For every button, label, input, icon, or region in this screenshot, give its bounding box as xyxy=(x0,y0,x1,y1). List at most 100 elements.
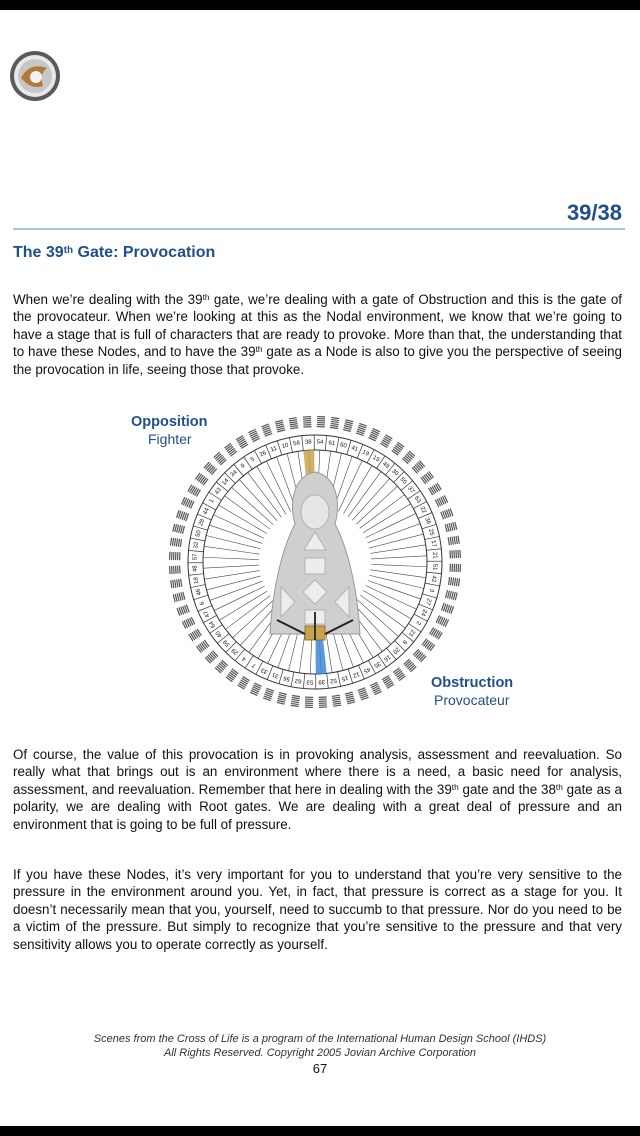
gate-number: 14 xyxy=(221,477,230,486)
hexagram-ring xyxy=(168,415,462,709)
gate-number: 18 xyxy=(193,576,200,584)
section-title: The 39th Gate: Provocation xyxy=(13,244,216,261)
hexagram-icon xyxy=(403,658,417,673)
hexagram-icon xyxy=(447,535,460,546)
gate-number: 28 xyxy=(198,518,206,527)
hexagram-icon xyxy=(302,416,312,428)
gate-number: 11 xyxy=(270,446,279,454)
hexagram-icon xyxy=(249,682,262,697)
gate-number: 63 xyxy=(413,495,422,504)
hexagram-icon xyxy=(380,434,393,448)
hexagram-icon xyxy=(449,549,461,559)
hexagram-icon xyxy=(172,591,186,603)
gate-number: 55 xyxy=(399,477,408,486)
gate-number: 12 xyxy=(351,670,360,678)
hexagram-icon xyxy=(261,423,273,437)
hexagram-icon xyxy=(447,576,461,587)
hexagram-icon xyxy=(412,648,427,663)
gate-number: 8 xyxy=(400,638,407,645)
gate-number: 48 xyxy=(192,564,198,572)
hexagram-icon xyxy=(355,422,368,437)
provocateur-label: Provocateur xyxy=(434,692,510,708)
page-number: 67 xyxy=(312,1061,328,1076)
gate-number: 40 xyxy=(215,629,224,638)
hexagram-icon xyxy=(304,696,314,709)
gate-number: 3 xyxy=(428,588,435,593)
hexagram-icon xyxy=(276,692,287,705)
gate-number: 59 xyxy=(222,638,231,647)
hexagram-icon xyxy=(428,482,442,496)
hexagram-icon xyxy=(188,628,202,642)
hexagram-icon xyxy=(411,460,426,474)
gate-number: 17 xyxy=(430,540,437,548)
hexagram-icon xyxy=(213,451,227,466)
gate-number: 41 xyxy=(350,445,359,453)
footer-line-2: All Rights Reserved. Copyright 2005 Jovi… xyxy=(163,1047,477,1059)
gate-number: 49 xyxy=(381,461,390,470)
gate-number: 44 xyxy=(203,507,212,516)
paragraph-1: When we’re dealing with the 39th gate, w… xyxy=(13,292,622,377)
gate-number: 30 xyxy=(390,468,399,477)
hexagram-icon xyxy=(435,615,450,628)
gate-number: 34 xyxy=(230,469,239,478)
hexagram-icon xyxy=(175,509,190,522)
fighter-label: Fighter xyxy=(148,431,192,447)
gate-number: 2 xyxy=(414,620,421,626)
gate-number: 24 xyxy=(419,608,428,617)
gate-number: 23 xyxy=(407,628,416,637)
hexagram-icon xyxy=(169,537,183,548)
hexagram-icon xyxy=(429,627,443,640)
bottom-bar xyxy=(0,1126,640,1136)
gate-number: 57 xyxy=(192,553,198,561)
hexagram-icon xyxy=(194,472,209,486)
gate-number: 27 xyxy=(424,597,432,606)
paragraph-3: If you have these Nodes, it’s very impor… xyxy=(13,867,622,952)
gate-number: 39 xyxy=(317,678,325,684)
gate-number: 22 xyxy=(419,506,428,515)
hexagram-icon xyxy=(368,427,381,442)
gate-number: 38 xyxy=(305,439,313,445)
gate-number: 7 xyxy=(251,661,257,668)
gate-number: 15 xyxy=(340,674,349,682)
top-bar xyxy=(0,0,640,10)
hexagram-icon xyxy=(176,604,190,616)
gate-number: 56 xyxy=(282,674,291,682)
hexagram-icon xyxy=(170,578,183,589)
gate-number: 6 xyxy=(199,600,206,606)
hexagram-icon xyxy=(180,496,195,509)
gate-number: 58 xyxy=(293,440,301,447)
hexagram-icon xyxy=(329,416,340,430)
hexagram-icon xyxy=(444,521,458,533)
bodygraph xyxy=(269,471,361,641)
hexagram-icon xyxy=(195,639,210,653)
page-code: 39/38 xyxy=(566,200,622,225)
hexagram-icon xyxy=(224,442,238,457)
gate-number: 16 xyxy=(382,653,391,662)
paragraph-2: Of course, the value of this provocation… xyxy=(13,747,622,832)
gate-number: 60 xyxy=(339,442,348,450)
gate-number-ring: 4119134930553763223625172151423272422382… xyxy=(187,434,443,690)
hexagram-icon xyxy=(187,484,201,497)
gate-number: 52 xyxy=(329,677,337,684)
gate-number: 47 xyxy=(203,609,212,618)
hexagram-icon xyxy=(331,694,342,707)
hexagram-icon xyxy=(343,419,354,432)
gate-number: 1 xyxy=(209,498,216,504)
hexagram-icon xyxy=(237,676,250,690)
hexagram-icon xyxy=(181,616,196,629)
ihds-logo xyxy=(10,51,60,101)
gate-number: 10 xyxy=(281,442,290,450)
hexagram-icon xyxy=(369,681,382,696)
gate-number: 5 xyxy=(250,456,257,463)
gate-number: 25 xyxy=(427,528,435,537)
gate-number: 51 xyxy=(431,564,437,572)
gate-number: 43 xyxy=(214,486,223,495)
hexagram-icon xyxy=(421,638,436,652)
opposition-label: Opposition xyxy=(131,414,208,430)
gate-number: 35 xyxy=(372,660,381,669)
gate-number: 62 xyxy=(294,677,302,684)
gate-number: 26 xyxy=(259,450,268,459)
hexagram-icon xyxy=(381,675,395,689)
obstruction-label: Obstruction xyxy=(431,675,514,691)
hexagram-icon xyxy=(449,563,462,573)
